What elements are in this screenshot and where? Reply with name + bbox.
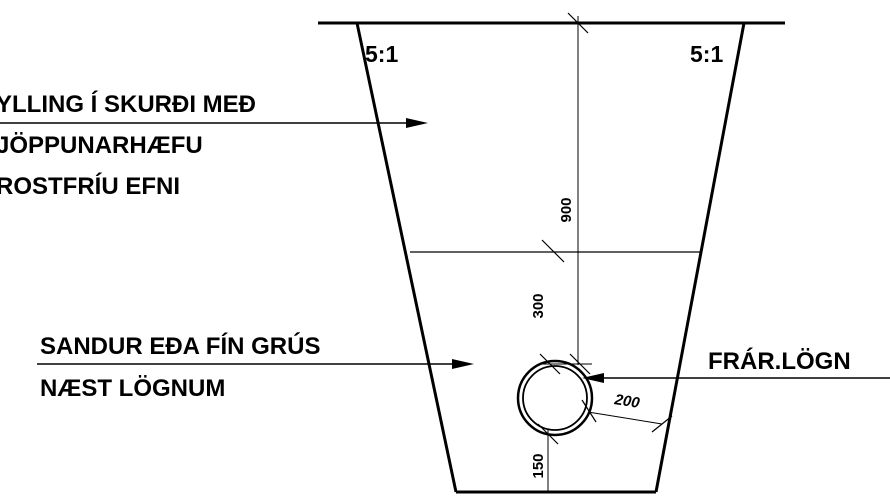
fill-material-label-line-1: YLLING Í SKURÐI MEÐ [0,90,256,118]
slope-label-right: 5:1 [690,41,723,67]
side-clearance-tick-wall [651,415,673,433]
dim-tick-top [567,12,589,34]
fill-material-label-line-3: ROSTFRÍU EFNI [0,172,180,200]
pipe-outer-circle [516,359,594,437]
dimension-cover-depth: 900 [558,197,575,222]
dim-tick-bedding [541,239,565,263]
bedding-material-label-line-2: NÆST LÖGNUM [40,375,225,402]
pipe-leader-arrowhead [582,373,604,383]
bedding-material-label-line-1: SANDUR EÐA FÍN GRÚS [40,332,320,360]
trench-left-wall [355,22,458,493]
pipe-inner-circle [522,365,588,431]
pipe-label: FRÁR.LÖGN [708,347,851,375]
side-clearance-tick-pipe [581,399,597,423]
bedding-leader-arrowhead [452,359,474,369]
side-clearance-dimension-line [587,411,663,425]
dimension-bedding-below-pipe: 150 [530,453,547,478]
dimension-side-clearance: 200 [612,391,641,412]
trench-right-wall [654,22,746,493]
fill-leader-arrowhead [406,118,428,128]
fill-material-label-line-2: JÖPPUNARHÆFU [0,132,203,159]
slope-label-left: 5:1 [365,41,398,67]
dimension-bedding-above-pipe: 300 [530,293,547,318]
